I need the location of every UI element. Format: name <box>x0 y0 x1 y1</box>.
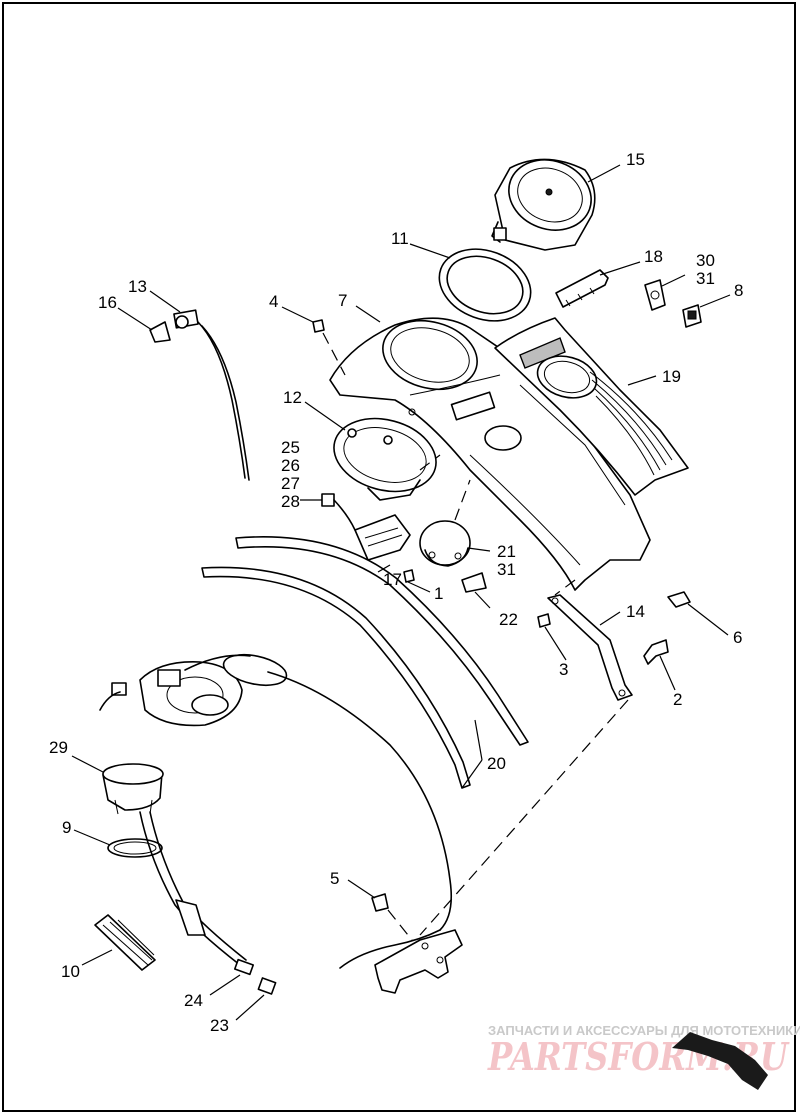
callout-21: 21 <box>497 542 516 561</box>
indicator-lamp-part <box>644 279 702 328</box>
switch-cable-part <box>149 309 250 481</box>
callout-25: 25 <box>281 438 300 457</box>
trim-strips-part <box>201 536 529 789</box>
callout-26: 26 <box>281 456 300 475</box>
trim-strip-part <box>555 269 609 308</box>
callout-12: 12 <box>283 388 302 407</box>
callout-14: 14 <box>626 602 645 621</box>
module-part <box>321 493 411 561</box>
clip-22-part <box>461 572 487 593</box>
callout-20: 20 <box>487 754 506 773</box>
speedometer-part <box>491 158 596 251</box>
gasket-ring-part <box>438 248 532 322</box>
callout-18: 18 <box>644 247 663 266</box>
callout-23: 23 <box>210 1016 229 1035</box>
callout-31-top: 31 <box>696 269 715 288</box>
callout-17: 17 <box>383 570 402 589</box>
callout-7: 7 <box>338 291 347 310</box>
callout-13: 13 <box>128 277 147 296</box>
bracket-ring-part <box>333 417 441 501</box>
callout-30: 30 <box>696 251 715 270</box>
callout-11: 11 <box>391 229 409 248</box>
callout-24: 24 <box>184 991 203 1010</box>
callout-6: 6 <box>733 628 742 647</box>
callout-29: 29 <box>49 738 68 757</box>
console-part <box>329 317 651 591</box>
callout-8: 8 <box>734 281 743 300</box>
console-skin-part <box>494 317 689 496</box>
screw-17-part <box>403 569 415 583</box>
wiring-harness-part <box>99 653 453 969</box>
tach-body-part <box>419 479 471 567</box>
watermark-caption: ЗАПЧАСТИ И АКСЕССУАРЫ ДЛЯ МОТОТЕХНИКИ <box>488 1023 800 1038</box>
callout-15: 15 <box>626 150 645 169</box>
callout-9: 9 <box>62 818 71 837</box>
callout-1: 1 <box>434 584 443 603</box>
callout-2: 2 <box>673 690 682 709</box>
sensor-part <box>94 763 277 995</box>
callout-27: 27 <box>281 474 300 493</box>
callout-16: 16 <box>98 293 117 312</box>
callout-3: 3 <box>559 660 568 679</box>
callout-numbers: 15 11 18 30 31 8 13 16 4 7 19 12 25 26 2… <box>49 150 743 1035</box>
leader-lines <box>71 164 731 1021</box>
callout-22: 22 <box>499 610 518 629</box>
screw-4-part <box>312 319 346 376</box>
watermark: ЗАПЧАСТИ И АКСЕССУАРЫ ДЛЯ МОТОТЕХНИКИ PA… <box>487 1023 800 1090</box>
callout-4: 4 <box>269 292 278 311</box>
callout-31-bottom: 31 <box>497 560 516 579</box>
callout-28: 28 <box>281 492 300 511</box>
watermark-logo-icon <box>672 1032 768 1090</box>
callout-19: 19 <box>662 367 681 386</box>
callout-5: 5 <box>330 869 339 888</box>
bottom-bracket-part <box>371 893 463 994</box>
callout-10: 10 <box>61 962 80 981</box>
bracket-14-part <box>419 579 691 936</box>
